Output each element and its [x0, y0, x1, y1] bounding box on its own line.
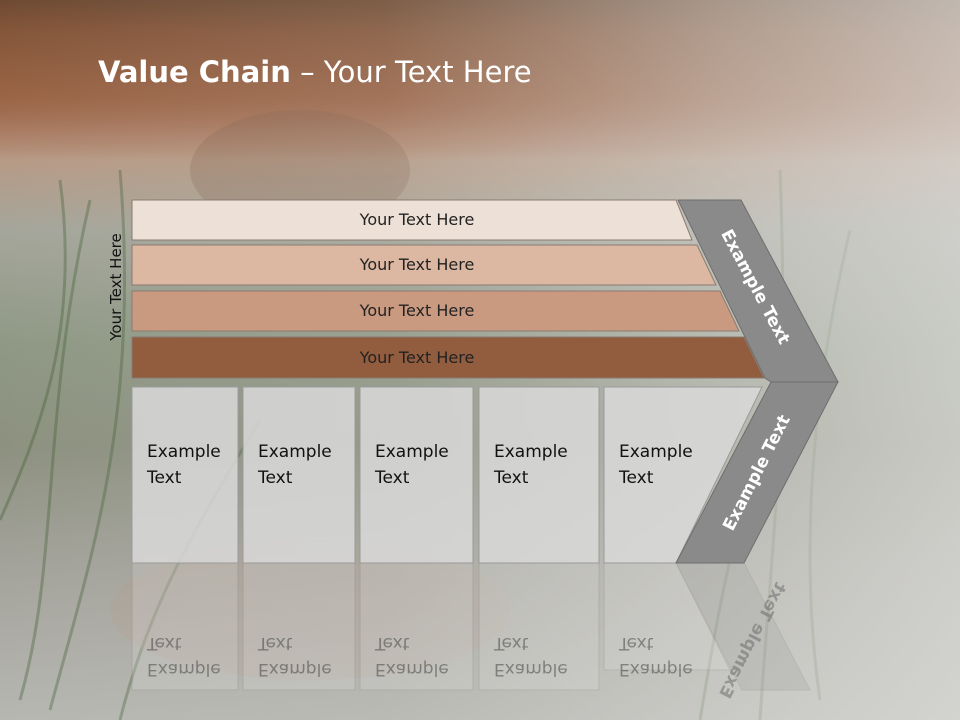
slide-title[interactable]: Value Chain – Your Text Here: [98, 55, 532, 89]
row-bar-3[interactable]: [131, 290, 740, 332]
chevron: [675, 199, 839, 564]
card-4[interactable]: [478, 386, 600, 564]
row-label-1[interactable]: Your Text Here: [359, 210, 475, 229]
card-text-1[interactable]: Example Text: [147, 442, 221, 488]
card-text-2[interactable]: Example Text: [258, 442, 332, 488]
row-label-3[interactable]: Your Text Here: [359, 301, 475, 320]
row-bar-4[interactable]: [131, 336, 765, 379]
row-label-2[interactable]: Your Text Here: [359, 255, 475, 274]
card-reflection-text-4: Example Text: [494, 633, 568, 679]
card-reflection-text-2: Example Text: [258, 633, 332, 679]
row-bar-1[interactable]: [131, 199, 693, 241]
row-bars: [131, 199, 765, 379]
title-bold: Value Chain: [98, 55, 291, 89]
card-text-3[interactable]: Example Text: [375, 442, 449, 488]
card-reflection-text-3: Example Text: [375, 633, 449, 679]
cards: [131, 386, 763, 564]
reflection: [131, 562, 811, 691]
row-bar-2[interactable]: [131, 244, 717, 286]
title-rest: – Your Text Here: [290, 55, 532, 89]
card-2[interactable]: [242, 386, 356, 564]
chevron-lower[interactable]: [675, 381, 839, 564]
card-3[interactable]: [359, 386, 474, 564]
row-label-4[interactable]: Your Text Here: [359, 347, 475, 367]
card-text-4[interactable]: Example Text: [494, 442, 568, 488]
card-text-5[interactable]: Example Text: [619, 442, 693, 488]
card-reflection-text-5: Example Text: [619, 633, 693, 679]
card-reflection-text-1: Example Text: [147, 633, 221, 679]
card-1[interactable]: [131, 386, 239, 564]
